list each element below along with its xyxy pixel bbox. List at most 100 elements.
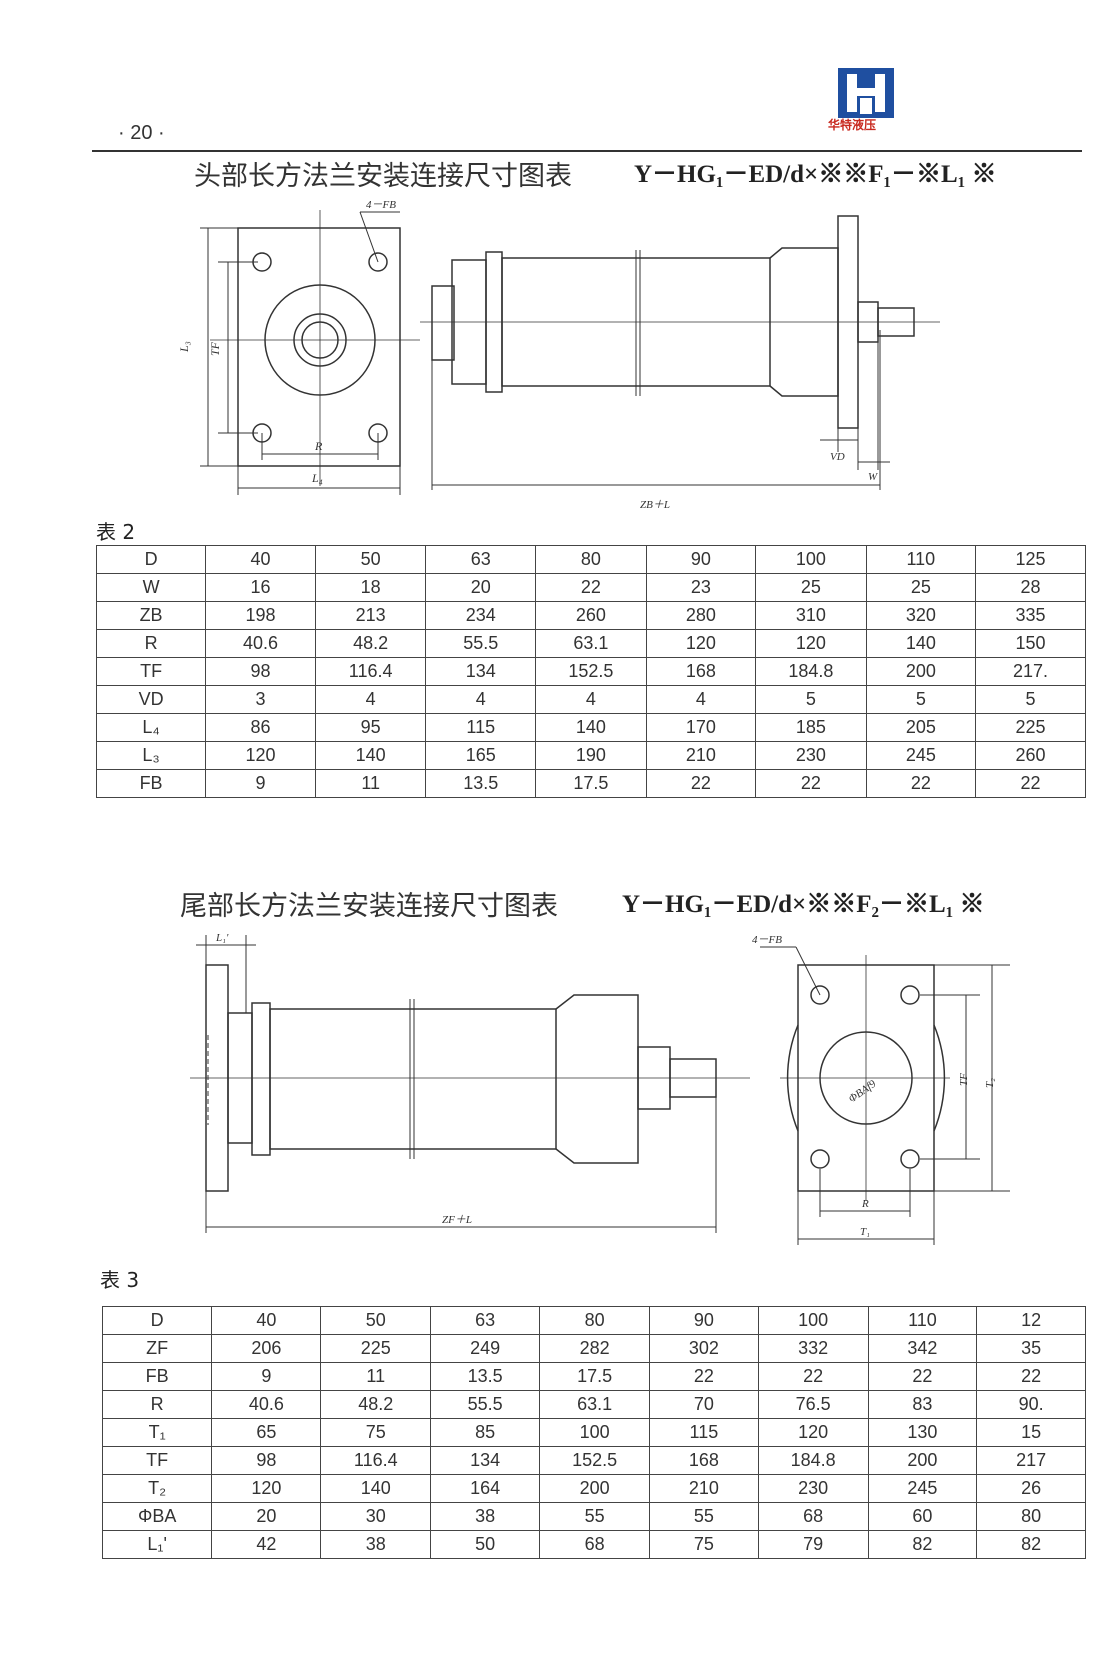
table-cell: 280 (645, 601, 757, 630)
table-cell: 60 (867, 1502, 978, 1531)
table-cell: 22 (755, 769, 867, 798)
label-w: W (868, 471, 878, 483)
table-cell: 184.8 (755, 657, 867, 686)
table-cell: 65 (211, 1418, 322, 1447)
page-number: · 20 · (118, 122, 165, 144)
row-header: R (96, 629, 207, 658)
table-cell: 76.5 (757, 1390, 869, 1419)
label-tf: TF (208, 341, 222, 356)
table-cell: 245 (865, 741, 977, 770)
label-r-2: R (861, 1198, 869, 1210)
table-cell: 230 (757, 1474, 869, 1503)
row-header: L₄ (96, 713, 207, 742)
table-cell: 205 (865, 713, 977, 742)
table-cell: 150 (975, 629, 1086, 658)
table-cell: 55 (539, 1502, 651, 1531)
table-cell: 152.5 (535, 657, 647, 686)
table-cell: 79 (757, 1530, 869, 1559)
label-vd: VD (830, 451, 845, 463)
table2-label: 表 2 (96, 520, 136, 544)
table-cell: 110 (867, 1306, 978, 1335)
table-cell: 335 (975, 601, 1086, 630)
label-t1: T₁ (860, 1226, 870, 1238)
table-cell: 140 (314, 741, 427, 770)
table-cell: 17.5 (535, 769, 647, 798)
table-cell: 25 (865, 573, 977, 602)
table-cell: 38 (320, 1530, 432, 1559)
table-cell: 40 (211, 1306, 322, 1335)
table-cell: 115 (649, 1418, 759, 1447)
table-cell: 22 (867, 1362, 978, 1391)
header-rule (92, 150, 1082, 152)
table-cell: 4 (535, 685, 647, 714)
table-cell: 80 (539, 1306, 651, 1335)
table-cell: 90 (649, 1306, 759, 1335)
row-header: ZB (96, 601, 207, 630)
table-cell: 168 (645, 657, 757, 686)
row-header: L₃ (96, 741, 207, 770)
table-cell: 55.5 (425, 629, 537, 658)
row-header: TF (96, 657, 207, 686)
table-cell: 48.2 (314, 629, 427, 658)
table-cell: 320 (865, 601, 977, 630)
table-cell: 100 (539, 1418, 651, 1447)
table-cell: 198 (205, 601, 316, 630)
table-cell: 17.5 (539, 1362, 651, 1391)
row-header: R (102, 1390, 213, 1419)
table-cell: 22 (645, 769, 757, 798)
table-cell: 98 (205, 657, 316, 686)
table-cell: 120 (755, 629, 867, 658)
table-cell: 70 (649, 1390, 759, 1419)
row-header: W (96, 573, 207, 602)
row-header: L₁' (102, 1530, 213, 1559)
table-cell: 5 (975, 685, 1086, 714)
table-cell: 11 (320, 1362, 432, 1391)
table-cell: 90. (976, 1390, 1086, 1419)
table-cell: 140 (320, 1474, 432, 1503)
table-cell: 25 (755, 573, 867, 602)
row-header: VD (96, 685, 207, 714)
section2-model-code: Y－HG₁－ED/d×※※F₂－※L₁ ※ (622, 891, 985, 918)
table-cell: 86 (205, 713, 316, 742)
table-cell: 63.1 (535, 629, 647, 658)
section1-title: 头部长方法兰安装连接尺寸图表 (194, 161, 572, 192)
table-cell: 40.6 (211, 1390, 322, 1419)
table-cell: 120 (757, 1418, 869, 1447)
row-header: FB (96, 769, 207, 798)
table-cell: 42 (211, 1530, 322, 1559)
row-header: FB (102, 1362, 213, 1391)
table-cell: 16 (205, 573, 316, 602)
table-cell: 22 (975, 769, 1086, 798)
row-header: D (96, 545, 207, 574)
table-cell: 302 (649, 1334, 759, 1363)
table-cell: 115 (425, 713, 537, 742)
table-cell: 184.8 (757, 1446, 869, 1475)
table-cell: 40.6 (205, 629, 316, 658)
table-cell: 213 (314, 601, 427, 630)
table-cell: 332 (757, 1334, 869, 1363)
label-holes-2: 4－FB (752, 934, 782, 946)
table-cell: 82 (976, 1530, 1086, 1559)
rear-flange-drawing: L₁' ZF＋L 4－FB ΦBAf9 TF T₂ R T₁ (190, 932, 1010, 1245)
table-cell: 217. (975, 657, 1086, 686)
table-cell: 200 (867, 1446, 978, 1475)
table-cell: 200 (865, 657, 977, 686)
table-cell: 152.5 (539, 1446, 651, 1475)
table-cell: 217 (976, 1446, 1086, 1475)
table-cell: 40 (205, 545, 316, 574)
table-cell: 116.4 (320, 1446, 432, 1475)
table-cell: 5 (755, 685, 867, 714)
table-cell: 50 (430, 1530, 541, 1559)
label-l1-prime: L₁' (215, 932, 229, 944)
table-cell: 20 (211, 1502, 322, 1531)
table-cell: 98 (211, 1446, 322, 1475)
table-cell: 75 (649, 1530, 759, 1559)
